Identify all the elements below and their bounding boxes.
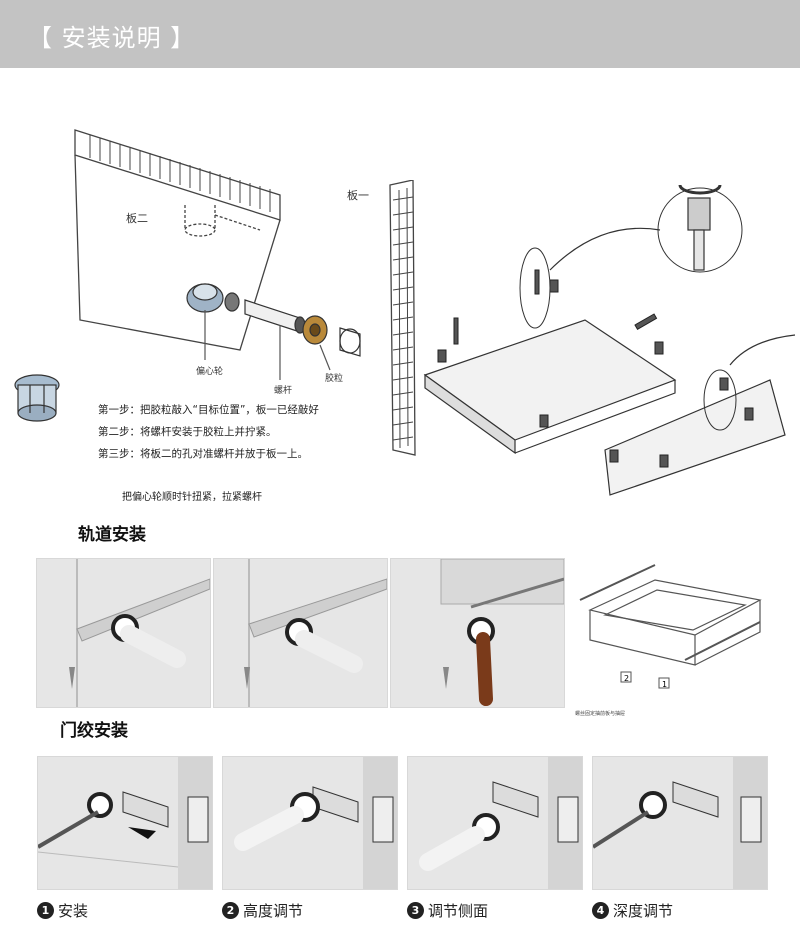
hinge-step-3-panel bbox=[407, 756, 583, 890]
step-2-text: 第二步：将螺杆安装于胶粒上并拧紧。 bbox=[98, 426, 277, 438]
cam-lock-diagram bbox=[14, 129, 361, 422]
rail-step-4-panel: 2 1 螺丝固定抽前板与抽屉 bbox=[575, 560, 765, 717]
dowel-label: 胶粒 bbox=[325, 374, 344, 384]
panel-assembly-diagram bbox=[423, 184, 796, 496]
rail-step-1-panel bbox=[36, 558, 211, 708]
hinge-caption-text: 深度调节 bbox=[613, 902, 674, 920]
hinge-caption-1: 1 安装 bbox=[37, 900, 88, 921]
page-title: 【 安装说明 】 bbox=[28, 24, 196, 52]
drawer-rail-illustration: 2 1 bbox=[579, 564, 762, 689]
eccentric-label: 偏心轮 bbox=[196, 367, 224, 377]
rail-section-title: 轨道安装 bbox=[78, 525, 146, 545]
hinge-caption-2: 2 高度调节 bbox=[222, 900, 303, 921]
step-number-badge: 1 bbox=[37, 902, 54, 919]
board-two-drawing bbox=[74, 129, 281, 351]
rail-step-2-illustration bbox=[244, 559, 387, 707]
header-banner: 【 安装说明 】 bbox=[0, 0, 800, 68]
step-number-badge: 3 bbox=[407, 902, 424, 919]
cam-lock-icon bbox=[14, 374, 60, 422]
rail-tag-one: 1 bbox=[662, 680, 667, 689]
hinge-caption-text: 高度调节 bbox=[243, 902, 304, 920]
rail-small-caption: 螺丝固定抽前板与抽屉 bbox=[575, 711, 626, 717]
tighten-note: 把偏心轮顺时针扭紧，拉紧螺杆 bbox=[122, 492, 262, 503]
hinge-caption-3: 3 调节侧面 bbox=[407, 900, 488, 921]
rail-step-3-illustration bbox=[440, 559, 564, 706]
hinge-section-title: 门绞安装 bbox=[60, 721, 128, 741]
screw-rod-label: 螺杆 bbox=[274, 386, 293, 396]
hinge-caption-text: 调节侧面 bbox=[428, 902, 489, 920]
hinge-step-2-panel bbox=[222, 756, 398, 890]
board-one-drawing bbox=[389, 180, 416, 456]
step-number-badge: 4 bbox=[592, 902, 609, 919]
hinge-caption-4: 4 深度调节 bbox=[592, 900, 673, 921]
hinge-caption-text: 安装 bbox=[58, 902, 89, 920]
hinge-step-4-panel bbox=[592, 756, 768, 890]
rail-tag-two: 2 bbox=[624, 674, 629, 683]
hinge-step-3-illustration bbox=[419, 757, 582, 889]
hinge-step-2-illustration bbox=[234, 757, 397, 889]
step-3-text: 第三步：将板二的孔对准螺杆并放于板一上。 bbox=[98, 448, 308, 460]
step-number-badge: 2 bbox=[222, 902, 239, 919]
hinge-step-1-panel bbox=[37, 756, 213, 890]
rail-step-2-panel bbox=[213, 558, 388, 708]
board-one-label: 板一 bbox=[347, 189, 369, 202]
hinge-step-1-illustration bbox=[38, 757, 212, 889]
fittings-drawing bbox=[186, 283, 361, 380]
hinge-step-4-illustration bbox=[593, 757, 767, 889]
step-1-text: 第一步：把胶粒敲入“目标位置”，板一已经敲好 bbox=[98, 404, 319, 416]
rail-step-3-panel bbox=[390, 558, 565, 708]
rail-step-1-illustration bbox=[69, 559, 210, 707]
board-two-label: 板二 bbox=[126, 212, 148, 225]
